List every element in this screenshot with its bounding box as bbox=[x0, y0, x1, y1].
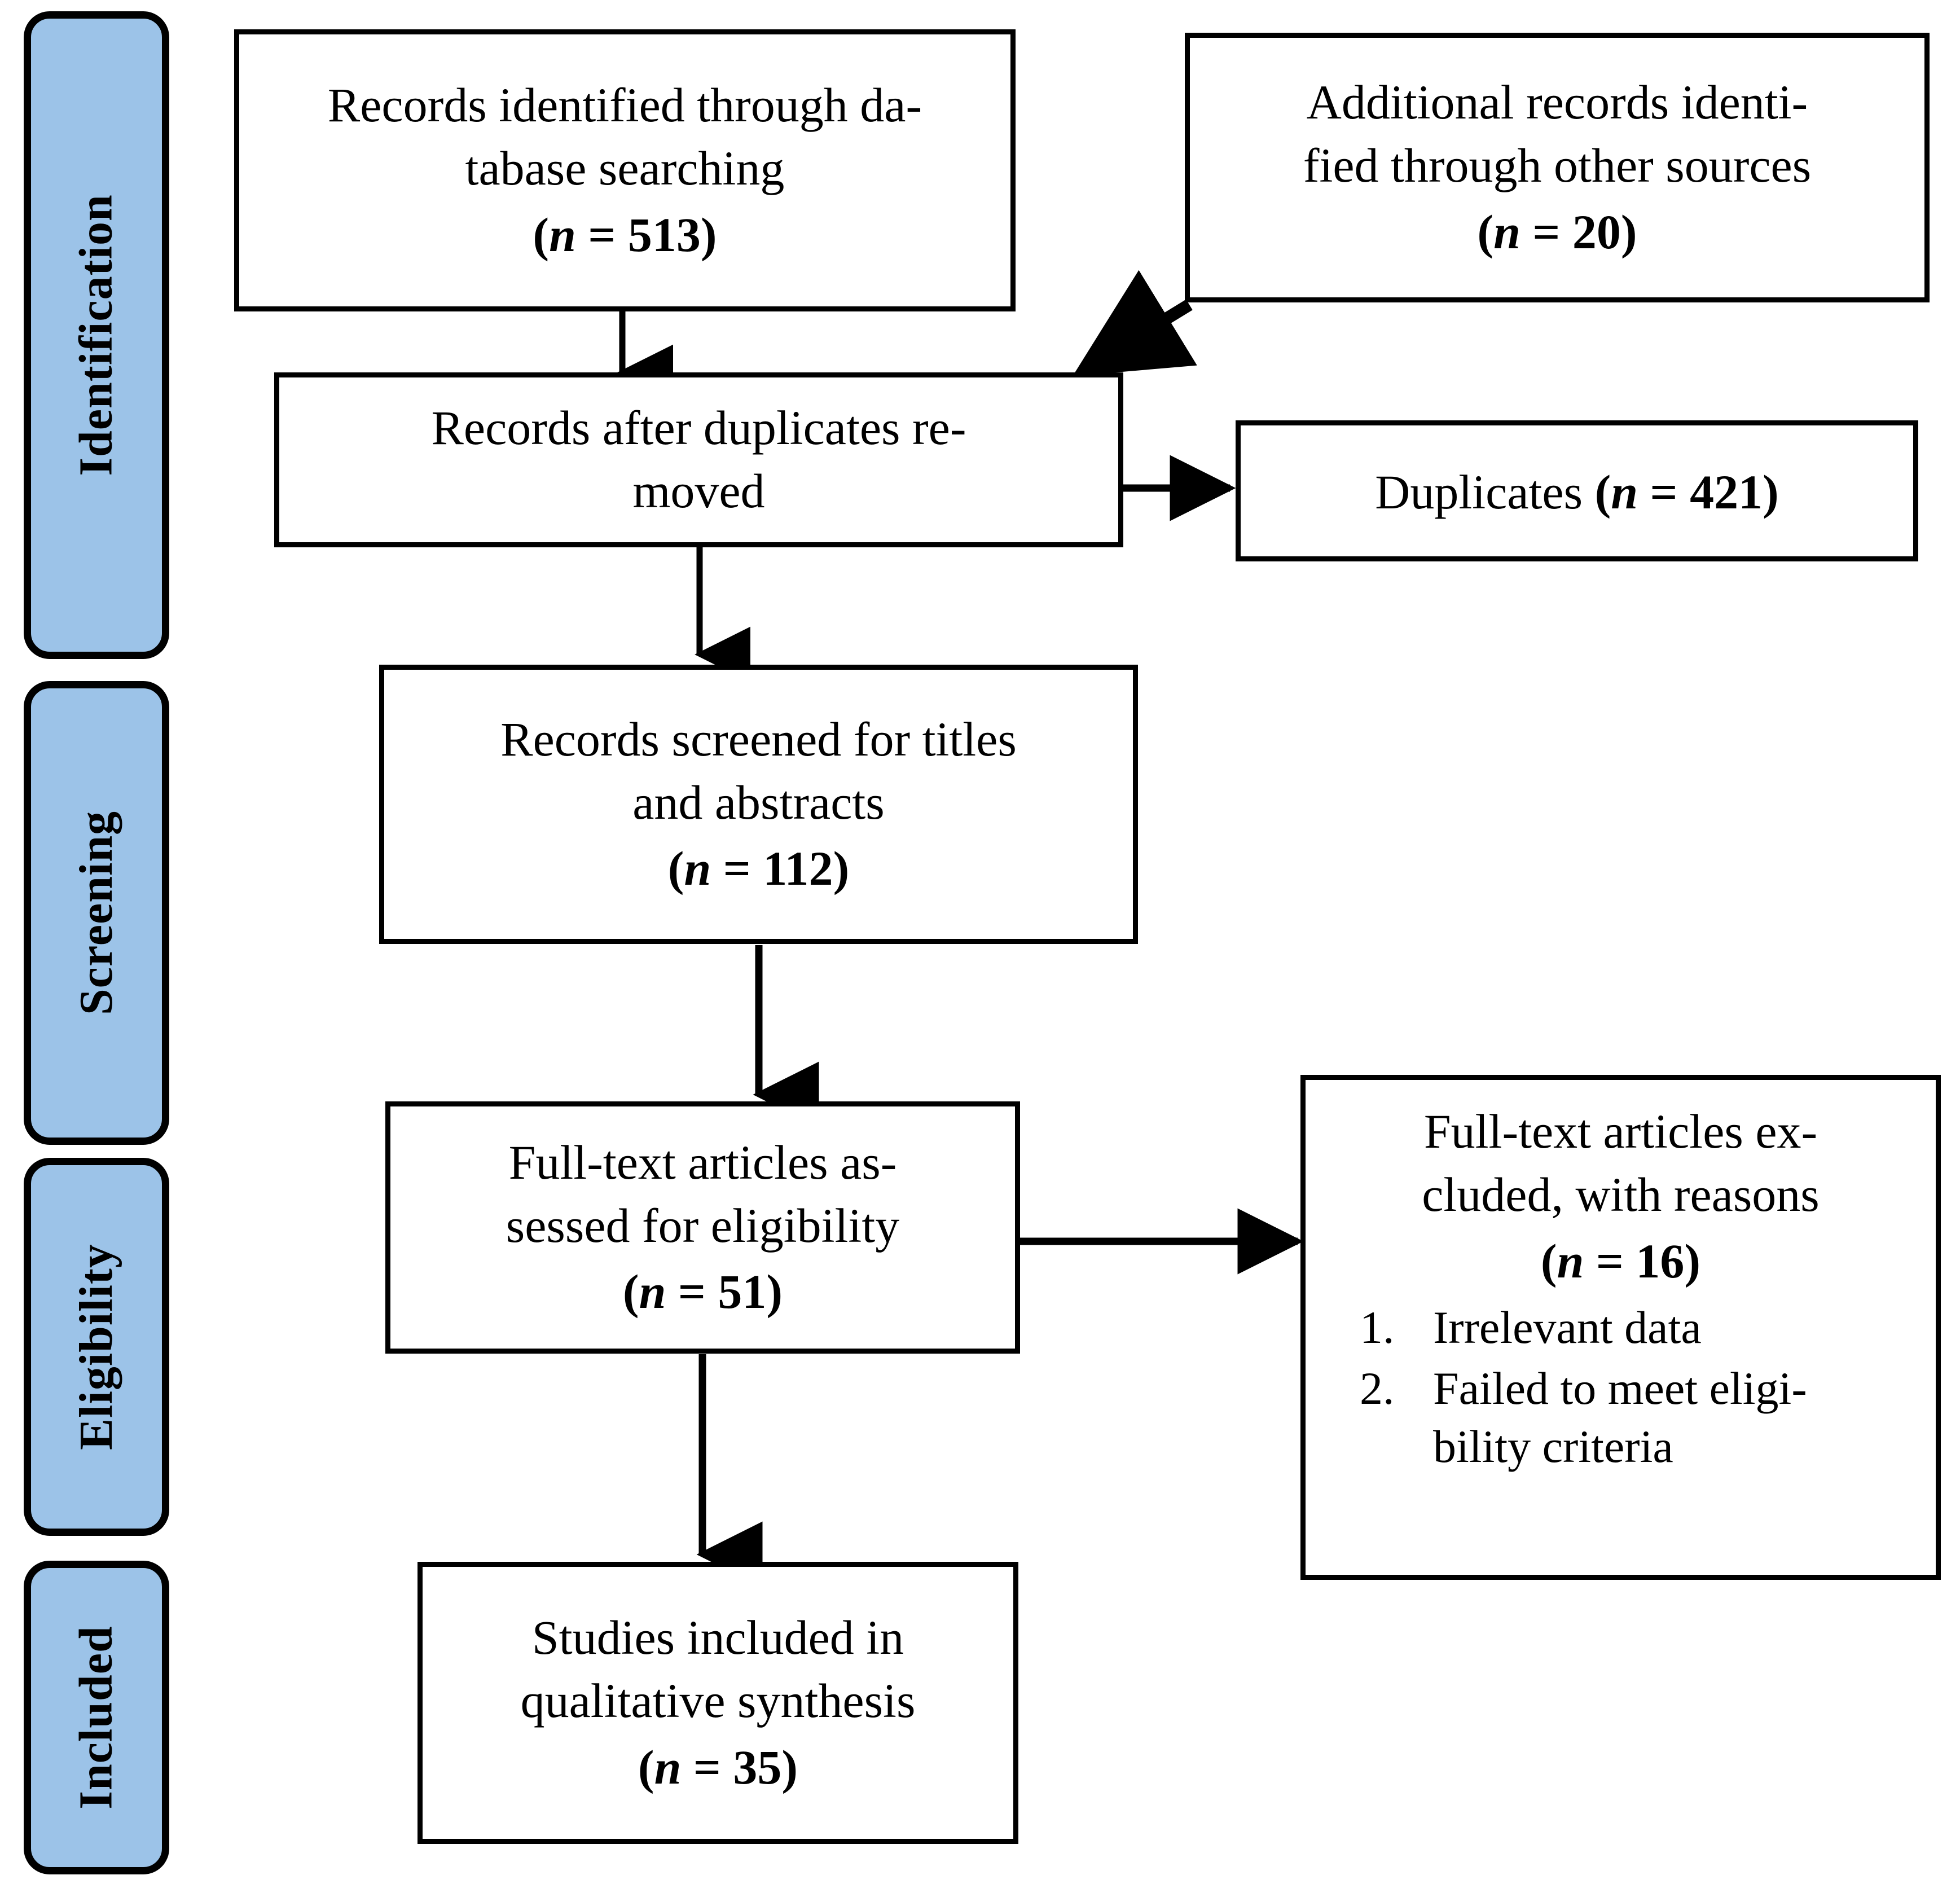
n-symbol: n bbox=[549, 207, 576, 262]
n-symbol: n bbox=[1611, 465, 1638, 520]
n-value: 421 bbox=[1690, 465, 1763, 520]
box-records-screened-text: Records screened for titles and abstract… bbox=[500, 712, 1017, 829]
stage-pill-eligibility: Eligibility bbox=[24, 1158, 169, 1536]
box-additional-records: Additional records identi- fied through … bbox=[1185, 33, 1930, 302]
exclusion-reasons-list: 1. Irrelevant data 2. Failed to meet eli… bbox=[1320, 1298, 1921, 1478]
box-fulltext-excluded: Full-text articles ex- cluded, with reas… bbox=[1300, 1075, 1941, 1580]
stage-label-included: Included bbox=[70, 1626, 122, 1810]
exclusion-reason-text: Irrelevant data bbox=[1433, 1302, 1702, 1354]
box-fulltext-assessed: Full-text articles as- sessed for eligib… bbox=[385, 1101, 1020, 1354]
box-additional-records-count: (n = 20) bbox=[1477, 204, 1637, 259]
arrow-additional-to-dedup bbox=[1073, 270, 1197, 376]
n-symbol: n bbox=[639, 1264, 666, 1319]
box-additional-records-text: Additional records identi- fied through … bbox=[1303, 75, 1812, 193]
exclusion-reason-number: 2. bbox=[1360, 1362, 1395, 1414]
box-records-identified-text: Records identified through da- tabase se… bbox=[327, 78, 922, 196]
stage-label-eligibility: Eligibility bbox=[70, 1244, 122, 1450]
stage-pill-identification: Identification bbox=[24, 11, 169, 659]
box-fulltext-excluded-text: Full-text articles ex- cluded, with reas… bbox=[1422, 1104, 1820, 1222]
box-duplicates-label: Duplicates bbox=[1375, 465, 1595, 520]
n-value: 513 bbox=[627, 207, 701, 262]
stage-label-identification: Identification bbox=[70, 194, 122, 476]
stage-label-screening: Screening bbox=[70, 810, 123, 1016]
n-value: 51 bbox=[718, 1264, 767, 1319]
box-records-identified-count: (n = 513) bbox=[533, 207, 717, 262]
stage-pill-screening: Screening bbox=[24, 681, 169, 1145]
n-value: 35 bbox=[733, 1740, 782, 1794]
n-value: 112 bbox=[763, 841, 833, 896]
box-studies-included: Studies included in qualitative synthesi… bbox=[418, 1562, 1018, 1844]
box-fulltext-assessed-text: Full-text articles as- sessed for eligib… bbox=[506, 1135, 900, 1253]
n-symbol: n bbox=[654, 1740, 682, 1794]
exclusion-reason-item: 2. Failed to meet eligi- bility criteria bbox=[1360, 1359, 1921, 1476]
box-studies-included-text: Studies included in qualitative synthesi… bbox=[520, 1610, 916, 1728]
n-symbol: n bbox=[1493, 204, 1520, 259]
box-studies-included-count: (n = 35) bbox=[638, 1740, 798, 1794]
n-value: 20 bbox=[1572, 204, 1621, 259]
box-records-identified: Records identified through da- tabase se… bbox=[234, 29, 1016, 311]
box-fulltext-excluded-count: (n = 16) bbox=[1540, 1233, 1701, 1288]
box-records-after-duplicates-text: Records after duplicates re- moved bbox=[431, 401, 966, 518]
box-records-screened: Records screened for titles and abstract… bbox=[379, 665, 1138, 944]
box-fulltext-assessed-count: (n = 51) bbox=[622, 1264, 783, 1319]
box-duplicates: Duplicates (n = 421) bbox=[1236, 420, 1918, 561]
box-records-screened-count: (n = 112) bbox=[667, 841, 850, 896]
exclusion-reason-text: Failed to meet eligi- bility criteria bbox=[1433, 1362, 1807, 1473]
stage-pill-included: Included bbox=[24, 1561, 169, 1874]
box-records-after-duplicates: Records after duplicates re- moved bbox=[274, 372, 1123, 547]
box-duplicates-count: Duplicates (n = 421) bbox=[1375, 465, 1779, 520]
exclusion-reason-number: 1. bbox=[1360, 1302, 1395, 1354]
exclusion-reason-item: 1. Irrelevant data bbox=[1360, 1298, 1921, 1356]
n-symbol: n bbox=[684, 841, 711, 896]
n-symbol: n bbox=[1557, 1233, 1584, 1288]
n-value: 16 bbox=[1636, 1233, 1685, 1288]
